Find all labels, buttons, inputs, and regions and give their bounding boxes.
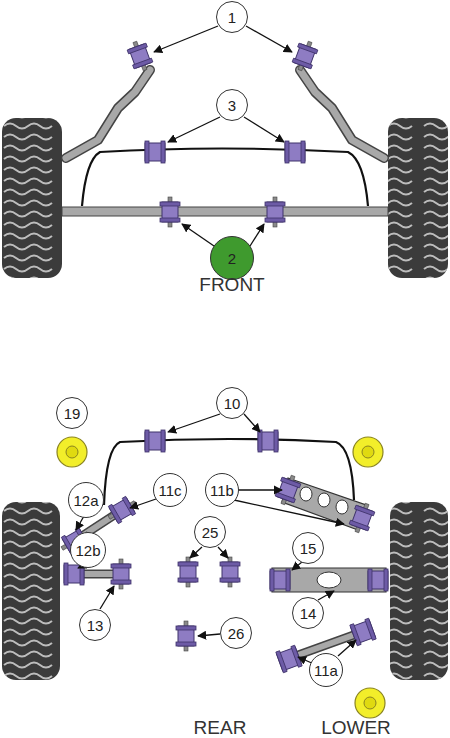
callout-number: 12a	[73, 493, 98, 508]
bump-stop	[355, 688, 385, 718]
anti-roll-bar	[82, 149, 368, 207]
bushing	[176, 621, 196, 651]
callout-number: 3	[228, 98, 236, 113]
bushing	[125, 38, 154, 73]
callout-circle: 3	[216, 89, 248, 121]
callout-circle: 25	[194, 516, 226, 548]
callout-number: 26	[228, 626, 245, 641]
callout-circle: 1	[216, 1, 248, 33]
callout-circle: 26	[220, 617, 252, 649]
section-label: FRONT	[199, 275, 264, 294]
callout-number: 13	[87, 618, 104, 633]
drop-link	[66, 70, 384, 158]
callout-circle: 13	[79, 609, 111, 641]
callout-number: 19	[64, 406, 81, 421]
callout-number: 10	[224, 396, 241, 411]
bushing	[160, 197, 180, 227]
callout-number: 14	[300, 606, 317, 621]
callout-circle: 19	[56, 397, 88, 429]
cross-tube	[62, 207, 388, 216]
bushing	[258, 430, 278, 452]
callout-circle: 11b	[205, 473, 239, 507]
callout-number: 11b	[210, 483, 234, 498]
callout-number: 11c	[158, 483, 181, 498]
tyre	[2, 118, 448, 680]
bump-stop	[353, 437, 383, 467]
bushing	[265, 197, 285, 227]
callout-circle: 2	[210, 236, 254, 280]
section-label: LOWER	[321, 718, 391, 737]
bushing	[285, 141, 305, 163]
callout-circle: 15	[292, 532, 324, 564]
callout-number: 15	[300, 541, 317, 556]
callout-number: 12b	[75, 543, 100, 558]
callout-circle: 11c	[153, 473, 187, 507]
callout-circle: 12b	[70, 532, 106, 568]
callout-number: 1	[228, 10, 236, 25]
trailing-plate	[273, 472, 376, 535]
hub-carrier-plate	[270, 568, 388, 592]
bushing	[145, 141, 165, 163]
callout-number: 25	[202, 525, 219, 540]
leader-line	[76, 26, 356, 664]
callout-number: 11a	[314, 663, 338, 678]
callout-circle: 11a	[309, 653, 343, 687]
callout-circle: 10	[216, 387, 248, 419]
bushing	[220, 557, 240, 587]
bushing	[290, 38, 319, 73]
bushing	[178, 557, 198, 587]
callout-circle: 12a	[68, 482, 104, 518]
bushing	[145, 430, 165, 452]
callout-circle: 14	[292, 597, 324, 629]
bump-stop	[57, 437, 87, 467]
section-label: REAR	[194, 718, 247, 737]
callout-number: 2	[228, 251, 236, 266]
